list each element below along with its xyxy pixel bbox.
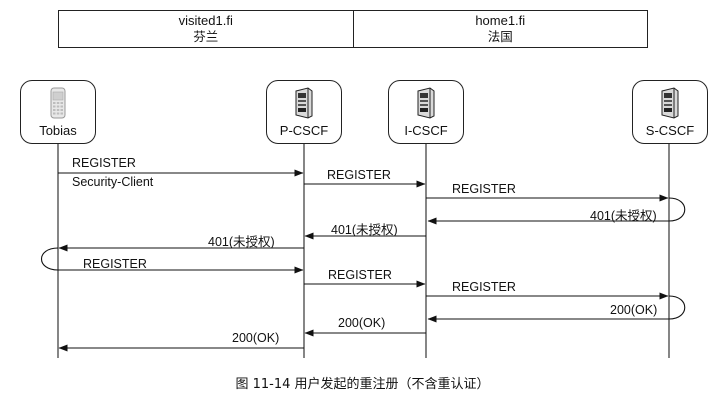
- domain-visited-name: visited1.fi: [178, 13, 233, 28]
- msg-m4-label: 401(未授权): [590, 209, 657, 223]
- domain-table: visited1.fi 芬兰 home1.fi 法国: [58, 10, 648, 48]
- node-label-tobias: Tobias: [39, 123, 77, 138]
- domain-visited: visited1.fi 芬兰: [59, 11, 353, 47]
- node-pcscf: P-CSCF: [266, 80, 342, 144]
- msg-m2-label: REGISTER: [327, 168, 391, 182]
- figure-caption: 图 11-14 用户发起的重注册（不含重认证）: [235, 377, 490, 392]
- arrow-m7: [41, 247, 304, 274]
- msg-m8-label: REGISTER: [328, 268, 392, 282]
- domain-home-name: home1.fi: [475, 13, 526, 28]
- server-icon: [661, 87, 679, 119]
- node-scscf: S-CSCF: [632, 80, 708, 144]
- node-label-scscf: S-CSCF: [645, 123, 695, 138]
- msg-m5-label: 401(未授权): [331, 223, 398, 237]
- msg-m6-label: 401(未授权): [208, 235, 275, 249]
- server-icon: [295, 87, 313, 119]
- msg-m11-label: 200(OK): [338, 316, 386, 330]
- node-label-pcscf: P-CSCF: [279, 123, 329, 138]
- msg-m9-label: REGISTER: [452, 280, 516, 294]
- node-icscf: I-CSCF: [388, 80, 464, 144]
- msg-m7-label: REGISTER: [83, 257, 147, 271]
- domain-home-country: 法国: [487, 29, 513, 44]
- msg-m1-sub: Security-Client: [72, 175, 154, 189]
- node-tobias: Tobias: [20, 80, 96, 144]
- msg-m12-label: 200(OK): [232, 331, 280, 345]
- msg-m1-label: REGISTER: [72, 156, 136, 170]
- node-label-icscf: I-CSCF: [404, 123, 448, 138]
- mobile-phone-icon: [50, 87, 66, 119]
- server-icon: [417, 87, 435, 119]
- domain-home: home1.fi 法国: [352, 11, 648, 47]
- domain-visited-country: 芬兰: [193, 29, 219, 44]
- msg-m3-label: REGISTER: [452, 182, 516, 196]
- msg-m10-label: 200(OK): [610, 303, 658, 317]
